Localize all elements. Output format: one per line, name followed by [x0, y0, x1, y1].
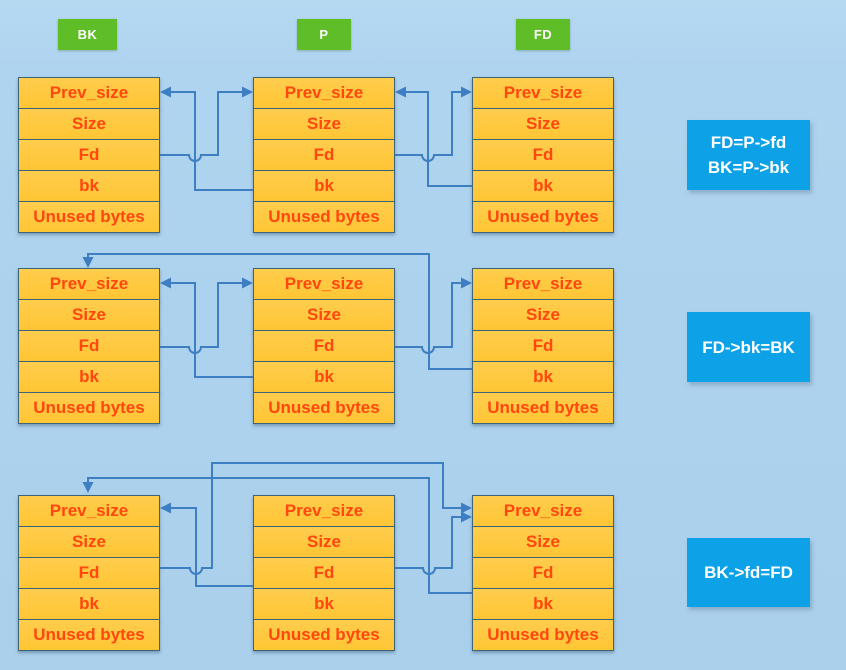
field-unused-bytes: Unused bytes — [18, 201, 160, 233]
field-unused-bytes: Unused bytes — [253, 392, 395, 424]
field-prev-size: Prev_size — [472, 268, 614, 300]
chunk-bk-row2: Prev_size Size Fd bk Unused bytes — [18, 268, 160, 424]
field-prev-size: Prev_size — [18, 77, 160, 109]
field-fd: Fd — [472, 330, 614, 362]
chunk-bk-row1: Prev_size Size Fd bk Unused bytes — [18, 77, 160, 233]
arrow-pbk-to-bk-row3 — [160, 502, 253, 587]
note-line: BK=P->bk — [707, 158, 790, 177]
field-fd: Fd — [18, 557, 160, 589]
field-size: Size — [472, 108, 614, 140]
column-label-p: P — [297, 19, 351, 50]
arrow-bkfd-to-p-row2 — [160, 277, 253, 354]
field-unused-bytes: Unused bytes — [253, 201, 395, 233]
field-fd: Fd — [253, 330, 395, 362]
field-bk: bk — [472, 170, 614, 202]
field-fd: Fd — [253, 557, 395, 589]
field-unused-bytes: Unused bytes — [472, 392, 614, 424]
arrow-pfd-to-fd-row1 — [395, 86, 472, 162]
field-unused-bytes: Unused bytes — [253, 619, 395, 651]
field-size: Size — [18, 299, 160, 331]
field-bk: bk — [253, 588, 395, 620]
field-prev-size: Prev_size — [253, 268, 395, 300]
field-size: Size — [472, 299, 614, 331]
field-fd: Fd — [253, 139, 395, 171]
chunk-fd-row3: Prev_size Size Fd bk Unused bytes — [472, 495, 614, 651]
field-unused-bytes: Unused bytes — [18, 619, 160, 651]
field-size: Size — [253, 108, 395, 140]
chunk-fd-row1: Prev_size Size Fd bk Unused bytes — [472, 77, 614, 233]
chunk-p-row1: Prev_size Size Fd bk Unused bytes — [253, 77, 395, 233]
arrow-fdbk-to-p-row1 — [395, 86, 472, 187]
chunk-p-row3: Prev_size Size Fd bk Unused bytes — [253, 495, 395, 651]
arrow-pfd-to-fd-row3 — [395, 511, 472, 575]
arrow-pfd-to-fd-row2 — [395, 277, 472, 354]
field-prev-size: Prev_size — [253, 495, 395, 527]
field-bk: bk — [18, 361, 160, 393]
field-prev-size: Prev_size — [18, 268, 160, 300]
field-fd: Fd — [18, 330, 160, 362]
field-bk: bk — [18, 170, 160, 202]
field-size: Size — [18, 108, 160, 140]
field-bk: bk — [472, 361, 614, 393]
arrow-bkfd-to-p-row1 — [160, 86, 253, 162]
field-prev-size: Prev_size — [472, 495, 614, 527]
field-bk: bk — [253, 170, 395, 202]
arrow-pbk-to-bk-row1 — [160, 86, 253, 191]
field-prev-size: Prev_size — [472, 77, 614, 109]
field-size: Size — [472, 526, 614, 558]
note-step-1: FD=P->fd BK=P->bk — [687, 120, 810, 190]
field-prev-size: Prev_size — [253, 77, 395, 109]
note-line: FD->bk=BK — [702, 337, 795, 357]
arrow-pbk-to-bk-row2 — [160, 277, 253, 378]
field-size: Size — [253, 299, 395, 331]
chunk-p-row2: Prev_size Size Fd bk Unused bytes — [253, 268, 395, 424]
field-bk: bk — [18, 588, 160, 620]
note-step-3: BK->fd=FD — [687, 538, 810, 607]
field-unused-bytes: Unused bytes — [472, 619, 614, 651]
field-unused-bytes: Unused bytes — [18, 392, 160, 424]
chunk-bk-row3: Prev_size Size Fd bk Unused bytes — [18, 495, 160, 651]
column-label-fd: FD — [516, 19, 570, 50]
field-unused-bytes: Unused bytes — [472, 201, 614, 233]
note-line: FD=P->fd — [710, 133, 787, 152]
chunk-fd-row2: Prev_size Size Fd bk Unused bytes — [472, 268, 614, 424]
field-bk: bk — [472, 588, 614, 620]
field-prev-size: Prev_size — [18, 495, 160, 527]
column-label-bk: BK — [58, 19, 117, 50]
field-fd: Fd — [472, 139, 614, 171]
field-fd: Fd — [472, 557, 614, 589]
field-size: Size — [253, 526, 395, 558]
note-step-2: FD->bk=BK — [687, 312, 810, 382]
note-line: BK->fd=FD — [704, 563, 793, 582]
field-size: Size — [18, 526, 160, 558]
field-bk: bk — [253, 361, 395, 393]
field-fd: Fd — [18, 139, 160, 171]
